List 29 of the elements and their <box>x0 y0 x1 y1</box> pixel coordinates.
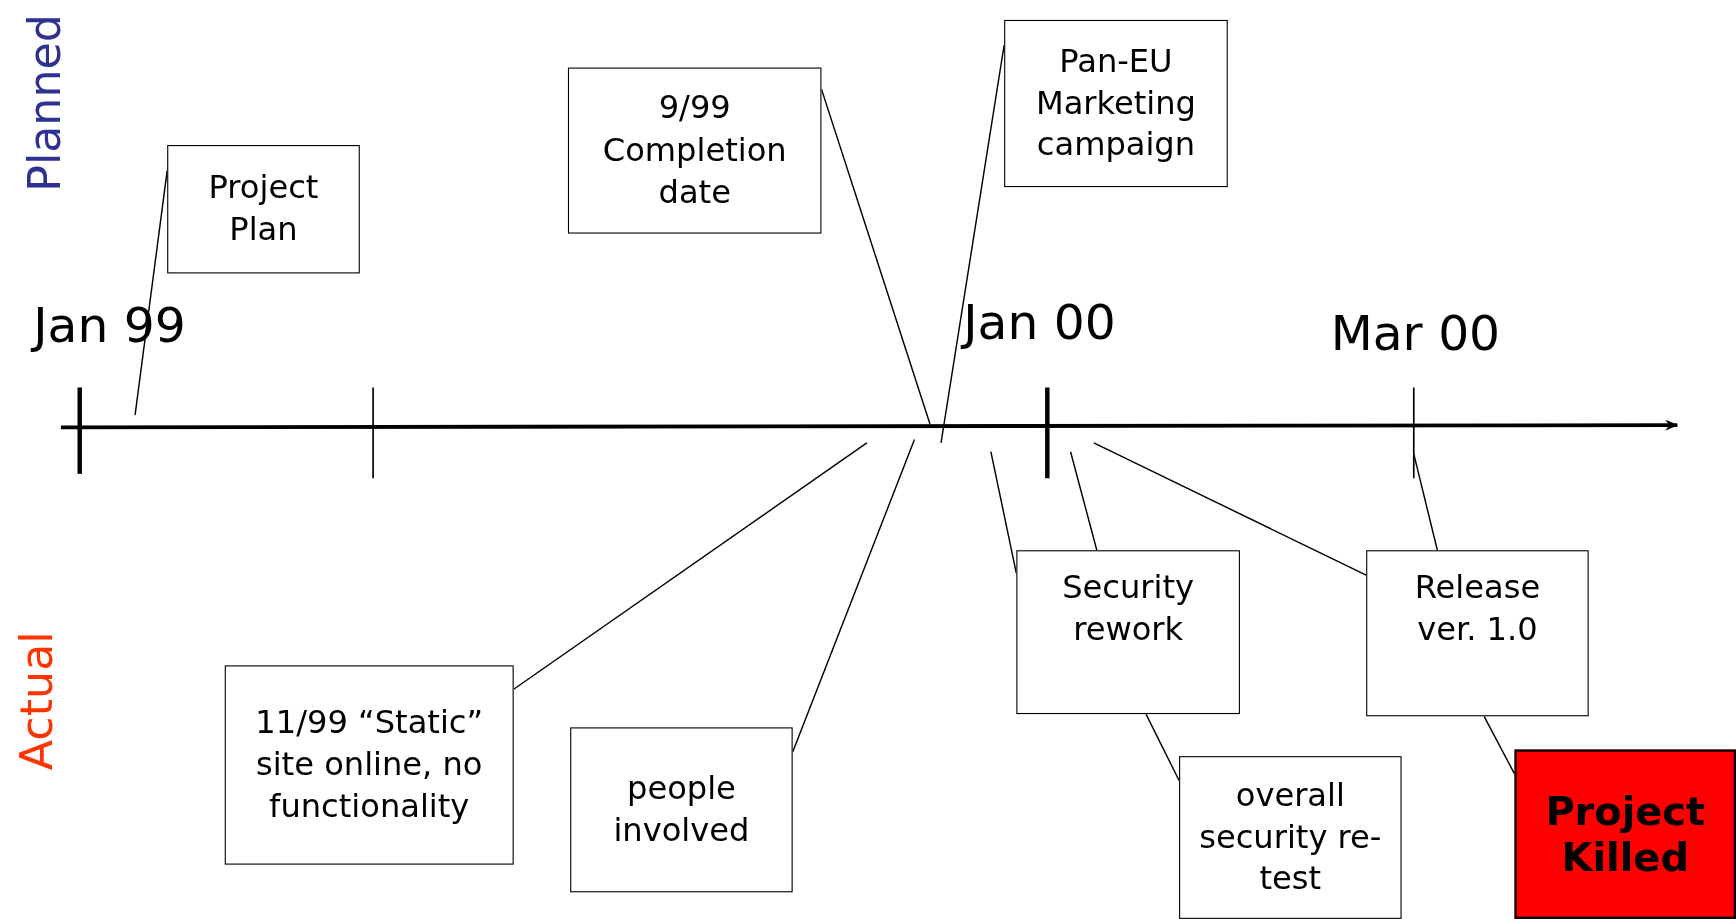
event-text: Project Killed <box>1544 788 1707 880</box>
event-text: Project Plan <box>207 167 320 250</box>
leader-line <box>1069 450 1098 551</box>
leader-line <box>1093 442 1367 576</box>
event-box <box>570 727 793 893</box>
event-box <box>1179 756 1402 919</box>
event-text: 11/99 “Static” site online, no functionality <box>254 702 485 827</box>
event-box <box>567 67 822 234</box>
leader-line <box>791 438 916 753</box>
date-label: Mar 00 <box>1330 304 1501 361</box>
event-box <box>167 145 360 274</box>
leader-line <box>820 88 931 425</box>
alert-box <box>1514 749 1736 919</box>
event-box <box>1366 550 1589 717</box>
event-text: people involved <box>612 768 751 851</box>
event-box <box>224 665 514 865</box>
leader-line <box>1145 713 1180 782</box>
event-text: overall security re-test <box>1198 775 1383 900</box>
event-text: Pan-EU Marketing campaign <box>1034 41 1197 166</box>
row-label: Actual <box>10 631 62 771</box>
event-text: Release ver. 1.0 <box>1413 566 1542 650</box>
row-label: Planned <box>19 14 70 192</box>
event-box <box>1016 550 1240 715</box>
leader-line <box>1483 715 1516 775</box>
leader-line <box>1413 453 1439 551</box>
event-box <box>1004 19 1228 188</box>
event-text: 9/99 Completion date <box>601 88 788 213</box>
leader-line <box>512 442 868 690</box>
event-text: Security rework <box>1061 566 1196 650</box>
